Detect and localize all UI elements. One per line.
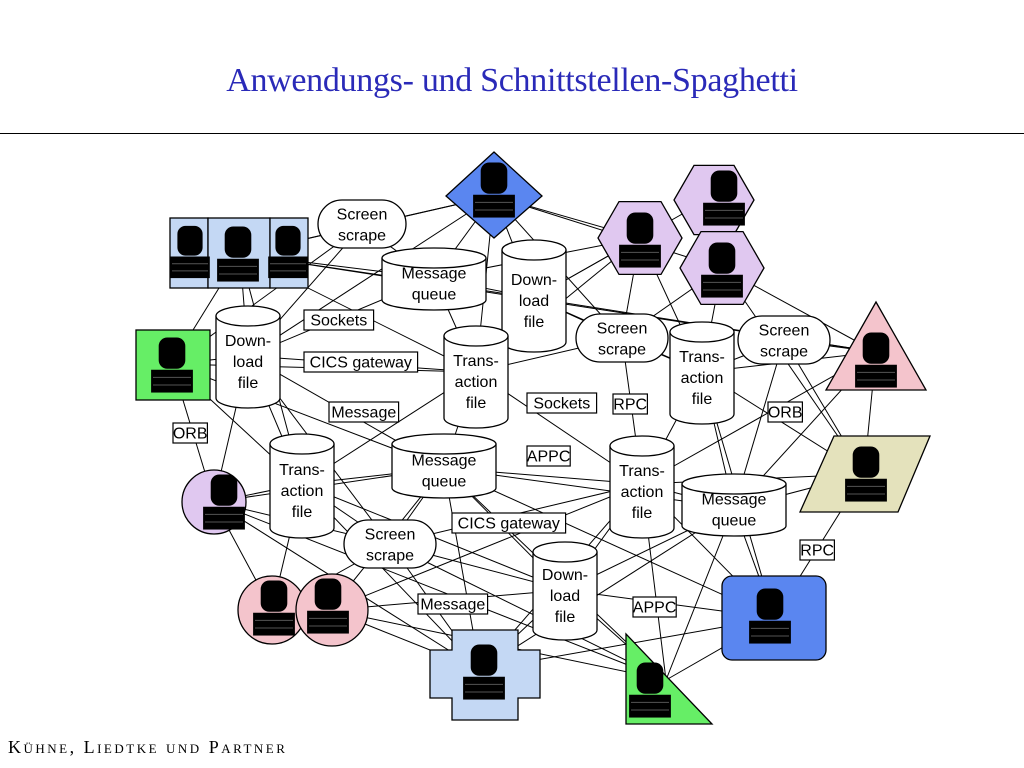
orb-label: ORB (172, 422, 209, 444)
connection-line (329, 483, 643, 611)
appc-label-text: APPC (633, 600, 677, 617)
download-file-node-line: file (524, 314, 545, 331)
rpc-label-text: RPC (800, 543, 834, 560)
screen-scrape-node: Screen scrape (317, 199, 407, 249)
download-file-node-line: load (233, 354, 263, 371)
computer-icon (619, 212, 661, 268)
appc-label-text: APPC (527, 449, 571, 466)
transaction-file-node-line: action (681, 370, 724, 387)
download-file-node-line: load (519, 293, 549, 310)
download-file-node: Down-load file (532, 541, 598, 641)
screen-scrape-node-line: Screen (759, 323, 810, 340)
appc-label: APPC (526, 445, 571, 467)
sockets-label-text: Sockets (310, 313, 367, 330)
transaction-file-node-line: file (692, 391, 713, 408)
message-queue-node-line: queue (422, 474, 467, 491)
download-file-node-line: Down- (542, 567, 588, 584)
cics-gateway-label-text: CICS gateway (458, 516, 560, 533)
transaction-file-node-line: action (621, 484, 664, 501)
message-queue-node-line: queue (412, 287, 457, 304)
connection-line (389, 543, 667, 681)
download-file-node-line: load (550, 588, 580, 605)
computer-icon (701, 242, 743, 298)
message-label: Message (328, 401, 400, 423)
title-divider (0, 133, 1024, 134)
rpc-label: RPC (799, 539, 836, 561)
download-file-node-line: Down- (511, 272, 557, 289)
computer-icon (629, 662, 671, 718)
transaction-file-node-line: action (455, 374, 498, 391)
message-queue-node: Message queue (391, 433, 497, 499)
transaction-file-node: Trans-action file (269, 433, 335, 539)
message-label-text: Message (420, 597, 485, 614)
download-file-node-line: file (555, 609, 576, 626)
transaction-file-node-line: Trans- (453, 353, 499, 370)
cics-gateway-label: CICS gateway (451, 512, 567, 534)
message-label: Message (417, 593, 489, 615)
transaction-file-node-line: Trans- (679, 349, 725, 366)
download-file-node-line: Down- (225, 333, 271, 350)
transaction-file-node-line: action (281, 483, 324, 500)
page-title: Anwendungs- und Schnittstellen-Spaghetti (226, 62, 798, 99)
connection-line (443, 467, 775, 619)
cics-gateway-label-text: CICS gateway (310, 355, 412, 372)
download-file-node: Down-load file (501, 239, 567, 353)
computer-icon (253, 580, 295, 636)
computer-icon (217, 226, 259, 282)
orb-label: ORB (767, 401, 804, 423)
rpc-label-text: RPC (613, 397, 647, 414)
computer-icon (203, 474, 245, 530)
message-queue-node-line: Message (402, 266, 467, 283)
screen-scrape-node-line: Screen (337, 207, 388, 224)
screen-scrape-node: Screen scrape (343, 519, 437, 569)
download-file-node-line: file (238, 375, 259, 392)
computer-icon (845, 446, 887, 502)
screen-scrape-node-line: scrape (338, 228, 386, 245)
transaction-file-node-line: file (632, 505, 653, 522)
message-label-text: Message (331, 405, 396, 422)
connection-line (665, 507, 735, 681)
message-queue-node-line: Message (412, 453, 477, 470)
transaction-file-node: Trans-action file (669, 321, 735, 425)
transaction-file-node-line: Trans- (279, 462, 325, 479)
screen-scrape-node-line: Screen (365, 527, 416, 544)
transaction-file-node: Trans-action file (609, 435, 675, 539)
screen-scrape-node-line: Screen (597, 321, 648, 338)
transaction-file-node-line: file (466, 395, 487, 412)
screen-scrape-node-line: scrape (760, 344, 808, 361)
computer-icon (855, 332, 897, 388)
sockets-label: Sockets (303, 309, 375, 331)
screen-scrape-node: Screen scrape (737, 315, 831, 365)
computer-icon (151, 337, 193, 393)
footer-company: Kühne, Liedtke und Partner (8, 737, 288, 757)
cics-gateway-label: CICS gateway (303, 351, 419, 373)
sockets-label-text: Sockets (533, 396, 590, 413)
computer-icon (473, 162, 515, 218)
orb-label-text: ORB (173, 426, 208, 443)
sockets-label: Sockets (526, 392, 598, 414)
transaction-file-node-line: Trans- (619, 463, 665, 480)
screen-scrape-node-line: scrape (598, 342, 646, 359)
transaction-file-node: Trans-action file (443, 325, 509, 429)
appc-label: APPC (632, 596, 677, 618)
transaction-file-node-line: file (292, 504, 313, 521)
computer-icon (463, 644, 505, 700)
message-queue-node-line: Message (702, 492, 767, 509)
message-queue-node: Message queue (381, 247, 487, 311)
rpc-label: RPC (612, 393, 649, 415)
computer-icon (749, 588, 791, 644)
computer-icon (307, 578, 349, 634)
download-file-node: Down-load file (215, 305, 281, 409)
connection-line (247, 195, 495, 357)
screen-scrape-node: Screen scrape (575, 313, 669, 363)
screen-scrape-node-line: scrape (366, 548, 414, 565)
orb-label-text: ORB (768, 405, 803, 422)
computer-icon (268, 225, 308, 279)
message-queue-node-line: queue (712, 513, 757, 530)
diagram-nodes: ScreenscrapeScreenscrapeScreenscrapeScre… (135, 151, 931, 725)
computer-icon (703, 170, 745, 226)
message-queue-node: Message queue (681, 473, 787, 537)
computer-icon (170, 225, 210, 279)
